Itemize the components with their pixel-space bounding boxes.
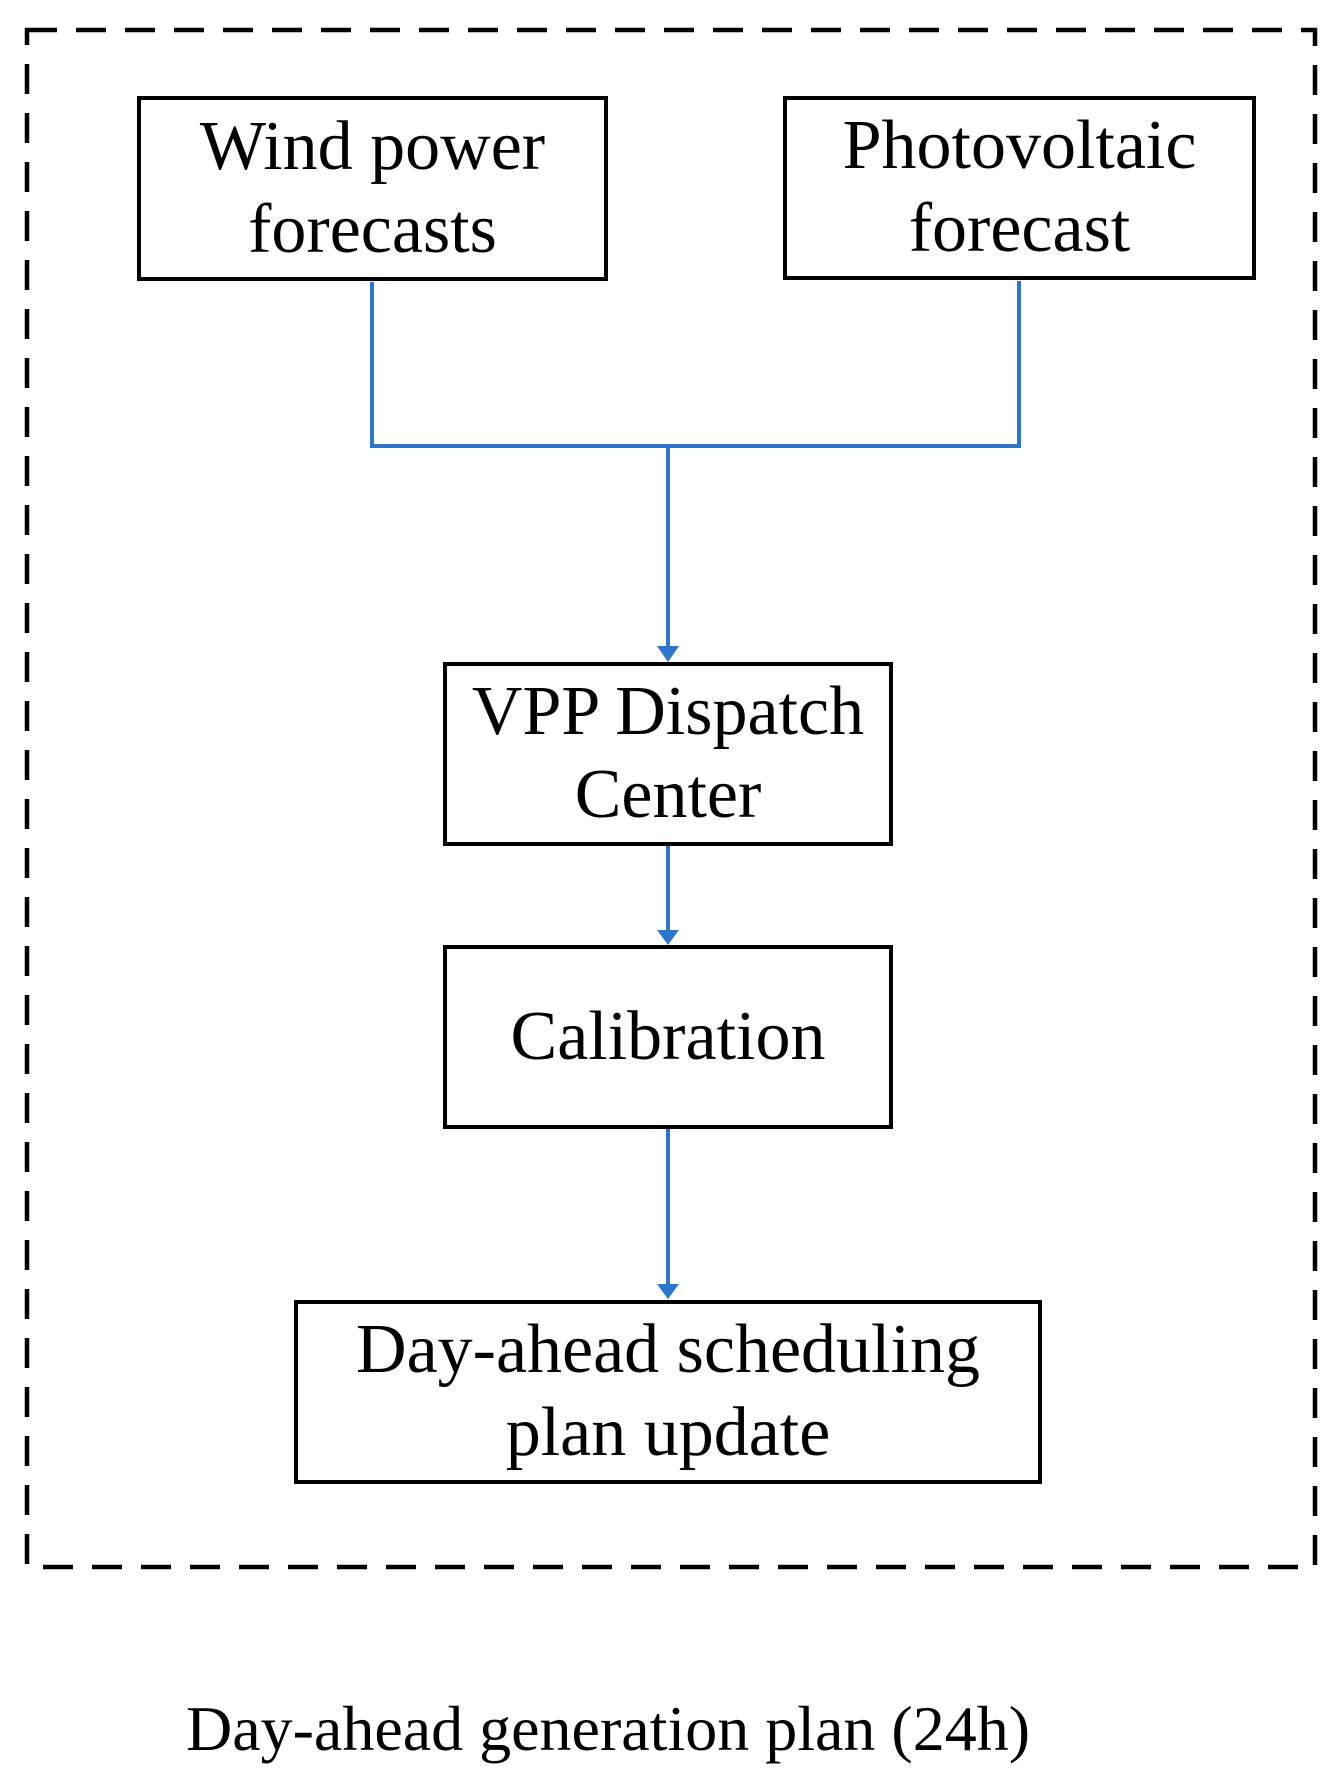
node-label-line: Calibration: [510, 997, 826, 1075]
node-label-line: forecast: [908, 190, 1131, 267]
node-label-line: forecasts: [248, 190, 497, 268]
node-vpp-dispatch-center: VPP Dispatch Center: [443, 662, 893, 846]
figure-caption: Day-ahead generation plan (24h): [185, 1693, 1031, 1764]
node-label-line: Photovoltaic: [842, 107, 1197, 185]
node-day-ahead-scheduling-plan-update: Day-ahead scheduling plan update: [294, 1300, 1042, 1484]
node-label-line: Wind power: [199, 107, 546, 185]
node-photovoltaic-forecast: Photovoltaic forecast: [783, 96, 1256, 280]
edge-vpp-to-calibration-arrowhead: [657, 930, 679, 945]
edge-calibration-to-dayahead-arrowhead: [657, 1284, 679, 1299]
dashed-boundary: [24, 27, 1318, 1570]
edge-junction-to-vpp-arrowhead: [657, 646, 679, 662]
node-label-line: Day-ahead scheduling: [356, 1311, 980, 1389]
node-label-line: Center: [574, 756, 762, 833]
node-label-line: VPP Dispatch: [471, 673, 865, 751]
node-calibration: Calibration: [443, 945, 893, 1129]
edge-forecasts-merge-line: [370, 281, 1021, 448]
node-wind-power-forecasts: Wind power forecasts: [137, 96, 608, 281]
node-label-line: plan update: [505, 1394, 831, 1471]
